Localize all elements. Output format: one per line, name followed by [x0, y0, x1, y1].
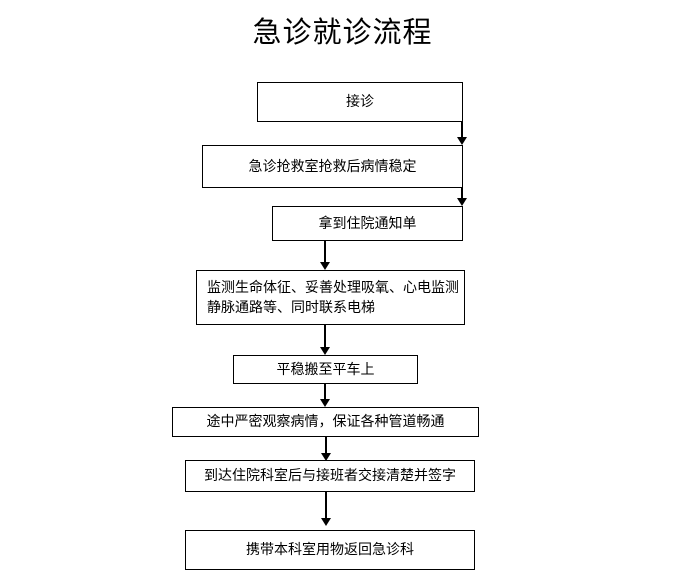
flow-node-2-label: 急诊抢救室抢救后病情稳定 [248, 158, 417, 175]
arrow-head-icon [319, 262, 330, 270]
flow-edge-6-7-line [325, 437, 327, 453]
flow-node-1-label: 接诊 [346, 94, 374, 110]
flow-node-7-label: 到达住院科室后与接班者交接清楚并签字 [204, 468, 456, 484]
arrow-head-icon [320, 518, 331, 526]
flow-node-3-label: 拿到住院通知单 [318, 215, 417, 232]
flow-edge-1-2-line [461, 122, 463, 137]
flow-node-7[interactable]: 到达住院科室后与接班者交接清楚并签字 [185, 460, 475, 492]
flow-node-1[interactable]: 接诊 [257, 82, 463, 122]
flow-node-3[interactable]: 拿到住院通知单 [272, 206, 463, 241]
flow-edge-4-5-line [324, 325, 326, 347]
arrow-head-icon [456, 137, 467, 145]
flow-edge-2-3-line [461, 188, 463, 198]
page-title: 急诊就诊流程 [252, 15, 433, 49]
flow-node-5-label: 平稳搬至平车上 [276, 361, 375, 378]
arrow-head-icon [320, 453, 331, 461]
arrow-head-icon [456, 198, 467, 206]
flow-node-2[interactable]: 急诊抢救室抢救后病情稳定 [202, 145, 463, 188]
flow-node-6[interactable]: 途中严密观察病情，保证各种管道畅通 [172, 407, 479, 437]
flow-node-8-label: 携带本科室用物返回急诊科 [246, 542, 414, 558]
arrow-head-icon [319, 399, 330, 407]
flow-node-4[interactable]: 监测生命体征、妥善处理吸氧、心电监测 静脉通路等、同时联系电梯 [196, 270, 465, 325]
flow-edge-3-4-line [324, 241, 326, 262]
flow-node-6-label: 途中严密观察病情，保证各种管道畅通 [206, 414, 445, 430]
flow-node-5[interactable]: 平稳搬至平车上 [233, 355, 418, 384]
flow-node-4-label: 监测生命体征、妥善处理吸氧、心电监测 静脉通路等、同时联系电梯 [207, 279, 459, 316]
arrow-head-icon [319, 347, 330, 355]
flow-edge-7-8-line [325, 492, 327, 518]
flow-node-8[interactable]: 携带本科室用物返回急诊科 [185, 530, 475, 570]
flow-edge-5-6-line [324, 384, 326, 399]
